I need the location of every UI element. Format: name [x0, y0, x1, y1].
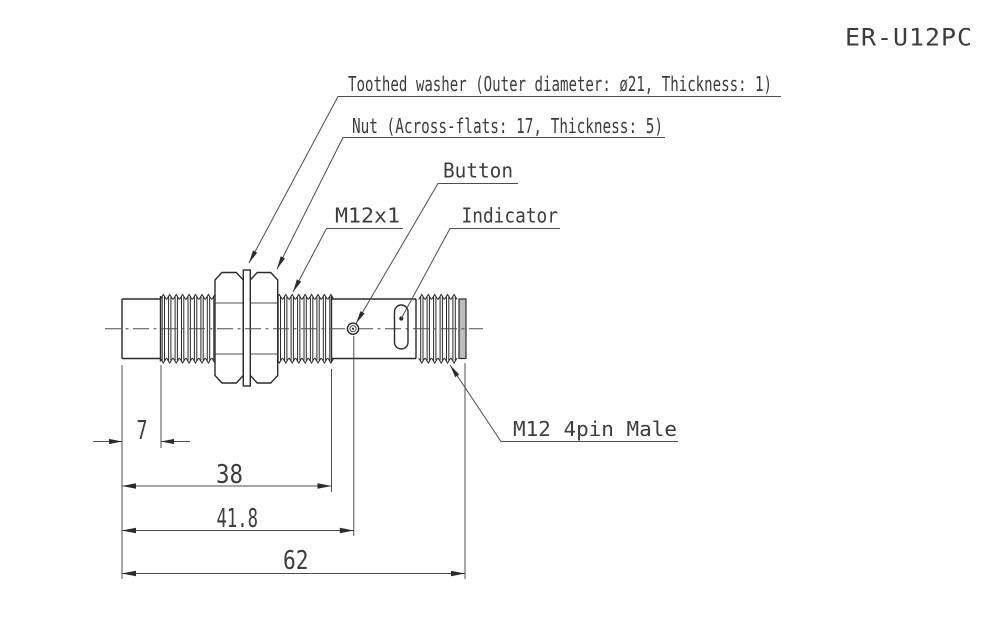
indicator-label: Indicator [462, 204, 559, 228]
hex-nut-left-facets [215, 302, 244, 355]
arrow-38-right [317, 483, 332, 489]
drawing-text: ER-U12PC Toothed washer (Outer diameter:… [137, 24, 973, 577]
indicator-slot [393, 304, 409, 350]
toothed-washer-label: Toothed washer (Outer diameter: ø21, Thi… [348, 72, 772, 96]
arrow-41-8-left [122, 527, 136, 534]
extension-lines [121, 336, 466, 579]
arrow-thread-spec [293, 279, 302, 292]
hex-nut-left [214, 271, 244, 384]
sensing-tip [121, 296, 162, 362]
arrow-38-left [122, 483, 136, 489]
toothed-washer-shape [242, 269, 252, 387]
dim-text-38: 38 [216, 460, 243, 490]
leader-button [355, 183, 518, 324]
hex-nut-right [249, 271, 279, 384]
leader-lines [248, 96, 781, 442]
button-center-dot [351, 327, 355, 330]
indicator-feature [393, 304, 409, 350]
mounting-hardware [214, 269, 279, 387]
leader-thread-spec [292, 228, 403, 293]
part-number-title: ER-U12PC [845, 24, 973, 52]
thread-spec-label: M12x1 [335, 204, 400, 228]
leader-toothed-washer [248, 96, 781, 264]
arrow-toothed-washer [249, 250, 258, 263]
arrow-connector [450, 365, 460, 378]
arrow-41-8-right [339, 527, 354, 534]
button-label: Button [443, 159, 513, 183]
button-inner-ring [349, 325, 357, 333]
connector-label: M12 4pin Male [513, 417, 677, 441]
leader-indicator [400, 228, 560, 319]
sensor-body [121, 296, 417, 362]
button-feature [346, 322, 360, 336]
arrow-62-left [122, 570, 136, 577]
dim-text-41-8: 41.8 [217, 504, 259, 534]
leader-connector [449, 364, 678, 442]
dimension-lines [93, 441, 465, 574]
dim-text-62: 62 [283, 546, 309, 576]
hex-nut-right-facets [250, 302, 278, 355]
dimension-arrowheads [109, 438, 465, 577]
nut-label: Nut (Across-flats: 17, Thickness: 5) [352, 114, 663, 138]
dim-text-7: 7 [137, 416, 148, 446]
arrow-nut [277, 256, 285, 269]
arrow-button [356, 311, 365, 324]
body-shell [330, 296, 417, 362]
leader-nut [276, 137, 665, 270]
arrow-62-right [451, 570, 465, 577]
arrow-7-left [109, 438, 122, 445]
arrow-7-right [161, 438, 174, 445]
